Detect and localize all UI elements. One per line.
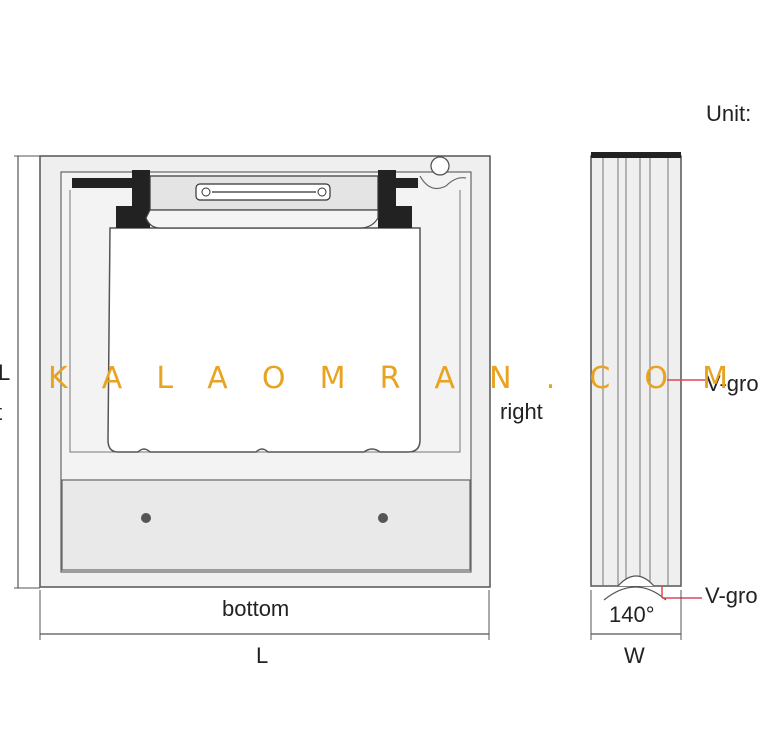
dimension-width: [590, 590, 682, 640]
v-groove-top-label: V-gro: [706, 371, 759, 396]
hanging-hole: [430, 156, 450, 176]
frame-inner-opening-border: [69, 190, 461, 453]
base-block: [61, 479, 471, 571]
side-v-groove-arc: [603, 586, 667, 601]
height-label: L: [0, 360, 10, 385]
front-view: [39, 155, 491, 588]
side-body: [590, 155, 682, 587]
vial-screw-right: [317, 187, 327, 197]
bottom-side-label: bottom: [222, 596, 289, 621]
length-label: L: [256, 643, 268, 668]
unit-label: Unit:: [706, 101, 751, 126]
v-groove-bottom-label: V-gro: [705, 583, 758, 608]
frame-opening: [107, 227, 421, 453]
side-view: [590, 152, 682, 601]
side-top-plate: [591, 152, 681, 158]
base-screw-right: [378, 513, 388, 523]
vial-foot-left: [116, 206, 150, 228]
angle-label: 140°: [609, 602, 655, 627]
vial-cover: [145, 209, 379, 229]
width-label: W: [624, 643, 645, 668]
dimension-length: [39, 590, 490, 640]
right-side-label: right: [500, 399, 543, 424]
left-side-label: t: [0, 400, 2, 425]
side-v-groove: [617, 575, 655, 587]
vial-foot-right: [378, 206, 412, 228]
base-screw-left: [141, 513, 151, 523]
vial-screw-left: [201, 187, 211, 197]
vial-block-right: [378, 170, 396, 214]
hanging-hole-slot: [419, 175, 467, 189]
vial-block-left: [132, 170, 150, 214]
dimension-height: [14, 155, 40, 589]
